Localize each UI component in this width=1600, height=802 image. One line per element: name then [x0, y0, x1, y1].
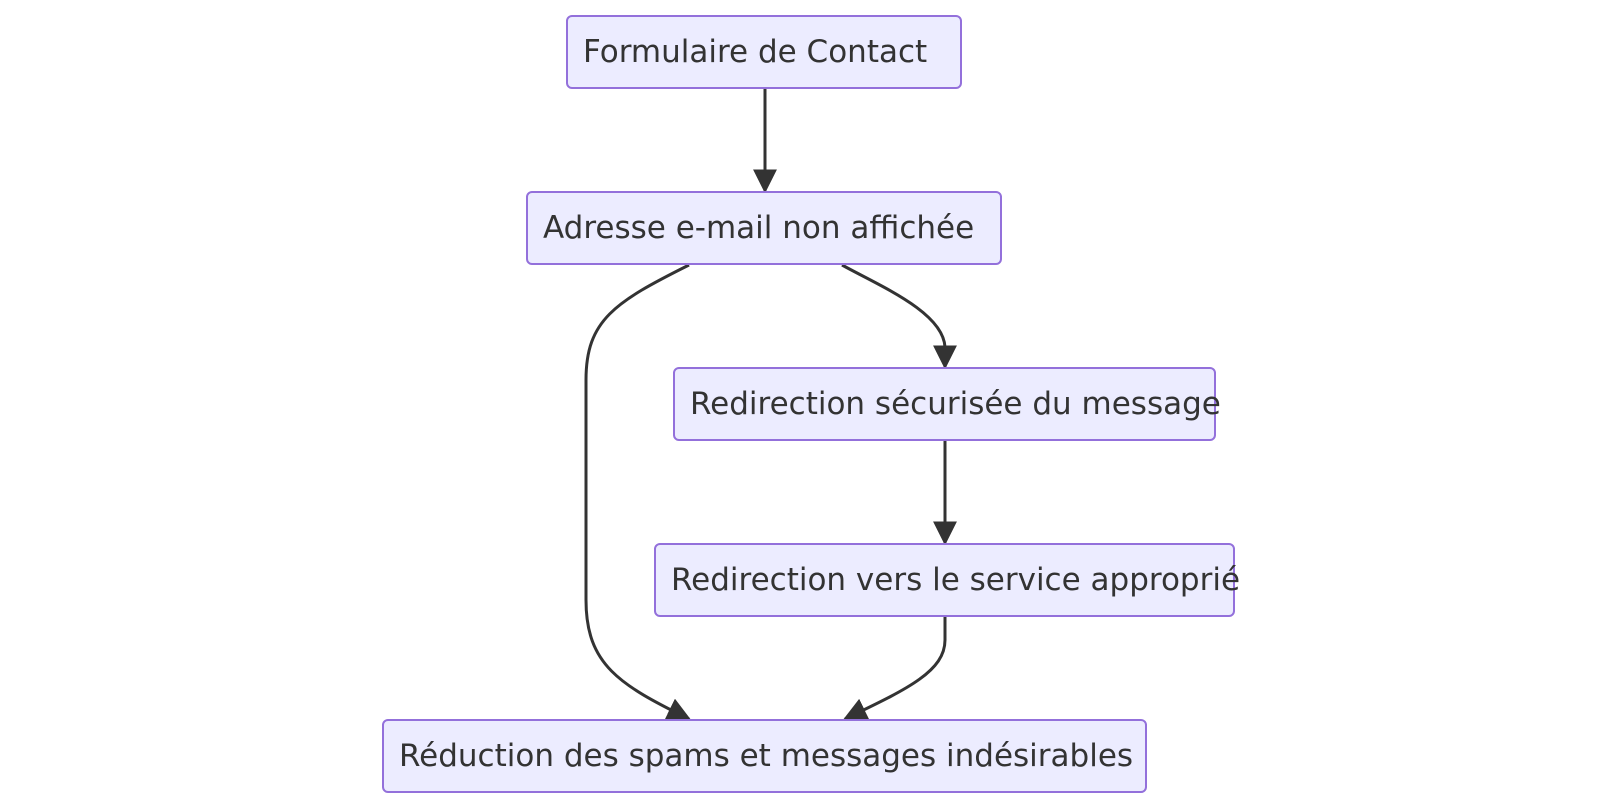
node-label: Redirection sécurisée du message: [690, 386, 1221, 422]
node-reduction-spams: Réduction des spams et messages indésira…: [382, 719, 1147, 793]
node-formulaire-de-contact: Formulaire de Contact: [566, 15, 962, 89]
node-redirection-service: Redirection vers le service approprié: [654, 543, 1240, 617]
node-label: Redirection vers le service approprié: [671, 562, 1241, 598]
node-label: Réduction des spams et messages indésira…: [399, 738, 1134, 774]
node-label: Formulaire de Contact: [583, 34, 928, 70]
node-redirection-securisee: Redirection sécurisée du message: [673, 367, 1221, 441]
edge-service-to-reduction: [842, 617, 947, 721]
edge-adresse-to-reduction: [584, 263, 692, 721]
edge-adresse-to-securisee: [841, 263, 957, 370]
node-adresse-email-non-affichee: Adresse e-mail non affichée: [526, 191, 1002, 265]
node-label: Adresse e-mail non affichée: [543, 210, 975, 246]
